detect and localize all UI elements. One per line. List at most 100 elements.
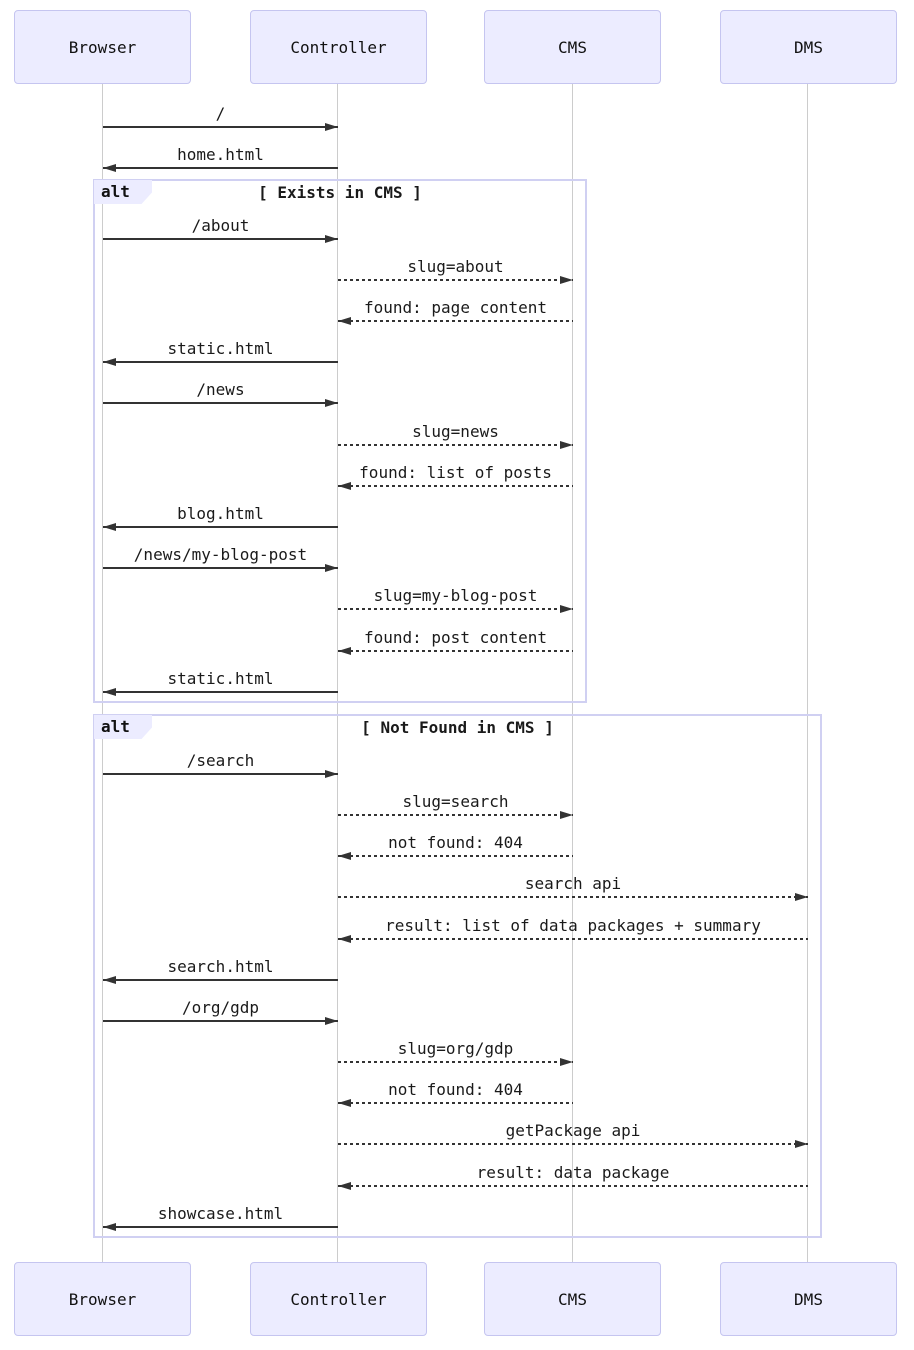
message-label: slug=my-blog-post [373,586,538,605]
message-result-packages: result: list of data packages + summary [338,915,808,943]
message-line [338,1058,573,1066]
message-line [103,523,338,531]
message-label: blog.html [177,504,264,523]
lifeline-controller [337,84,338,1262]
arrowhead-icon [103,1223,116,1231]
message-line [338,852,573,860]
message-not-found-1: not found: 404 [338,832,573,860]
alt-frame-exists-in-cms: alt [ Exists in CMS ] [93,179,587,703]
lifeline-browser [102,84,103,1262]
arrowhead-icon [103,358,116,366]
message-found-page: found: page content [338,297,573,325]
message-line [338,935,808,943]
message-label: search api [524,874,622,893]
alt-frame-condition: [ Not Found in CMS ] [361,718,554,737]
message-label: not found: 404 [388,833,523,852]
message-label: slug=org/gdp [397,1039,514,1058]
message-label: result: data package [476,1163,670,1182]
message-line [103,235,338,243]
actor-controller-bottom: Controller [250,1262,427,1336]
arrowhead-icon [103,523,116,531]
message-about: /about [103,215,338,243]
arrowhead-icon [338,317,351,325]
message-label: /about [191,216,250,235]
message-slug-about: slug=about [338,256,573,284]
arrowhead-icon [325,235,338,243]
message-line [103,770,338,778]
arrowhead-icon [325,564,338,572]
message-line [338,1182,808,1190]
alt-frame-label: alt [94,180,152,204]
message-label: found: page content [363,298,548,317]
message-line [338,811,573,819]
message-news: /news [103,379,338,407]
message-line [338,276,573,284]
message-search: /search [103,750,338,778]
arrowhead-icon [325,1017,338,1025]
message-label: /news/my-blog-post [133,545,308,564]
message-line [338,317,573,325]
message-label: search.html [167,957,274,976]
message-line [103,1223,338,1231]
message-line [103,164,338,172]
actor-dms-top: DMS [720,10,897,84]
message-blog-html: blog.html [103,503,338,531]
message-label: static.html [167,669,274,688]
message-label: slug=search [402,792,509,811]
actor-cms-bottom: CMS [484,1262,661,1336]
message-label: static.html [167,339,274,358]
message-label: getPackage api [505,1121,641,1140]
message-showcase-html: showcase.html [103,1203,338,1231]
actor-controller-top: Controller [250,10,427,84]
message-label: /news [196,380,245,399]
message-label: slug=about [407,257,504,276]
message-static-html-2: static.html [103,668,338,696]
message-line [338,1140,808,1148]
actor-cms-top: CMS [484,10,661,84]
arrowhead-icon [325,770,338,778]
arrowhead-icon [325,399,338,407]
message-found-post: found: post content [338,627,573,655]
message-label: home.html [177,145,264,164]
message-slug-news: slug=news [338,421,573,449]
message-not-found-2: not found: 404 [338,1079,573,1107]
message-label: found: list of posts [359,463,552,482]
arrowhead-icon [795,893,808,901]
arrowhead-icon [560,811,573,819]
arrowhead-icon [338,1099,351,1107]
arrowhead-icon [103,164,116,172]
message-line [103,358,338,366]
message-line [338,605,573,613]
arrowhead-icon [338,935,351,943]
alt-frame-not-found-in-cms: alt [ Not Found in CMS ] [93,714,822,1238]
arrowhead-icon [338,482,351,490]
message-result-package: result: data package [338,1162,808,1190]
message-line [338,893,808,901]
message-org-gdp: /org/gdp [103,997,338,1025]
message-label: result: list of data packages + summary [385,916,761,935]
message-line [338,647,573,655]
message-search-html: search.html [103,956,338,984]
message-line [338,482,573,490]
message-line [103,399,338,407]
message-line [338,441,573,449]
message-slug-org-gdp: slug=org/gdp [338,1038,573,1066]
arrowhead-icon [560,276,573,284]
arrowhead-icon [560,1058,573,1066]
message-label: slug=news [412,422,499,441]
message-line [103,123,338,131]
message-root: / [103,103,338,131]
arrowhead-icon [103,688,116,696]
message-search-api: search api [338,873,808,901]
message-label: / [215,104,226,123]
arrowhead-icon [338,852,351,860]
arrowhead-icon [338,1182,351,1190]
message-getpackage-api: getPackage api [338,1120,808,1148]
message-line [103,1017,338,1025]
alt-frame-label: alt [94,715,152,739]
actor-browser-bottom: Browser [14,1262,191,1336]
message-static-html-1: static.html [103,338,338,366]
message-line [103,688,338,696]
message-my-blog-post: /news/my-blog-post [103,544,338,572]
